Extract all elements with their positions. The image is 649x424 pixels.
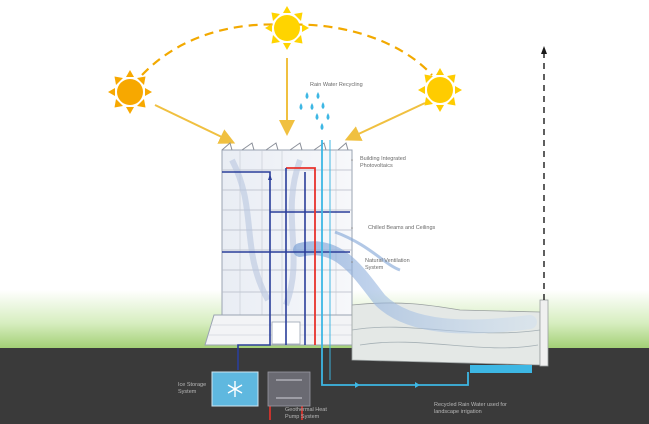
label-building-integrated: Building Integrated bbox=[360, 156, 406, 162]
label-photovoltaics: Photovoltaics bbox=[360, 163, 393, 169]
rainwater-pipe bbox=[321, 140, 469, 386]
sun-icon bbox=[265, 6, 309, 50]
label-recycled-rain-water: Recycled Rain Water used for bbox=[434, 402, 507, 408]
cooling-loop bbox=[222, 171, 350, 370]
label-geothermal-heat: Geothermal Heat bbox=[285, 407, 327, 413]
label-ice-storage: Ice Storage bbox=[178, 382, 207, 388]
label-natural-ventilation-system: System bbox=[365, 265, 384, 271]
building-section bbox=[204, 142, 366, 346]
label-pump-system: Pump System bbox=[285, 414, 320, 420]
irrigation-reservoir bbox=[470, 365, 532, 373]
ventilation-airflow bbox=[293, 241, 537, 334]
arrow-up-icon bbox=[541, 46, 547, 54]
sun-ray-left bbox=[154, 104, 236, 144]
sun-icon bbox=[418, 68, 462, 112]
heat-pump-box bbox=[267, 371, 311, 407]
label-rain-water-recycling: Rain Water Recycling bbox=[310, 82, 363, 88]
label-natural-ventilation: Natural Ventilation bbox=[365, 258, 410, 264]
label-chilled-beams: Chilled Beams and Ceilings bbox=[368, 225, 436, 231]
raindrop-icon bbox=[299, 92, 330, 130]
snowflake-icon bbox=[227, 381, 243, 397]
label-ice-storage-system: System bbox=[178, 389, 197, 395]
label-landscape-irrigation: landscape irrigation bbox=[434, 409, 482, 415]
sun-ray-right bbox=[344, 102, 426, 141]
sun-icon bbox=[108, 70, 152, 114]
heating-loop bbox=[286, 167, 316, 345]
